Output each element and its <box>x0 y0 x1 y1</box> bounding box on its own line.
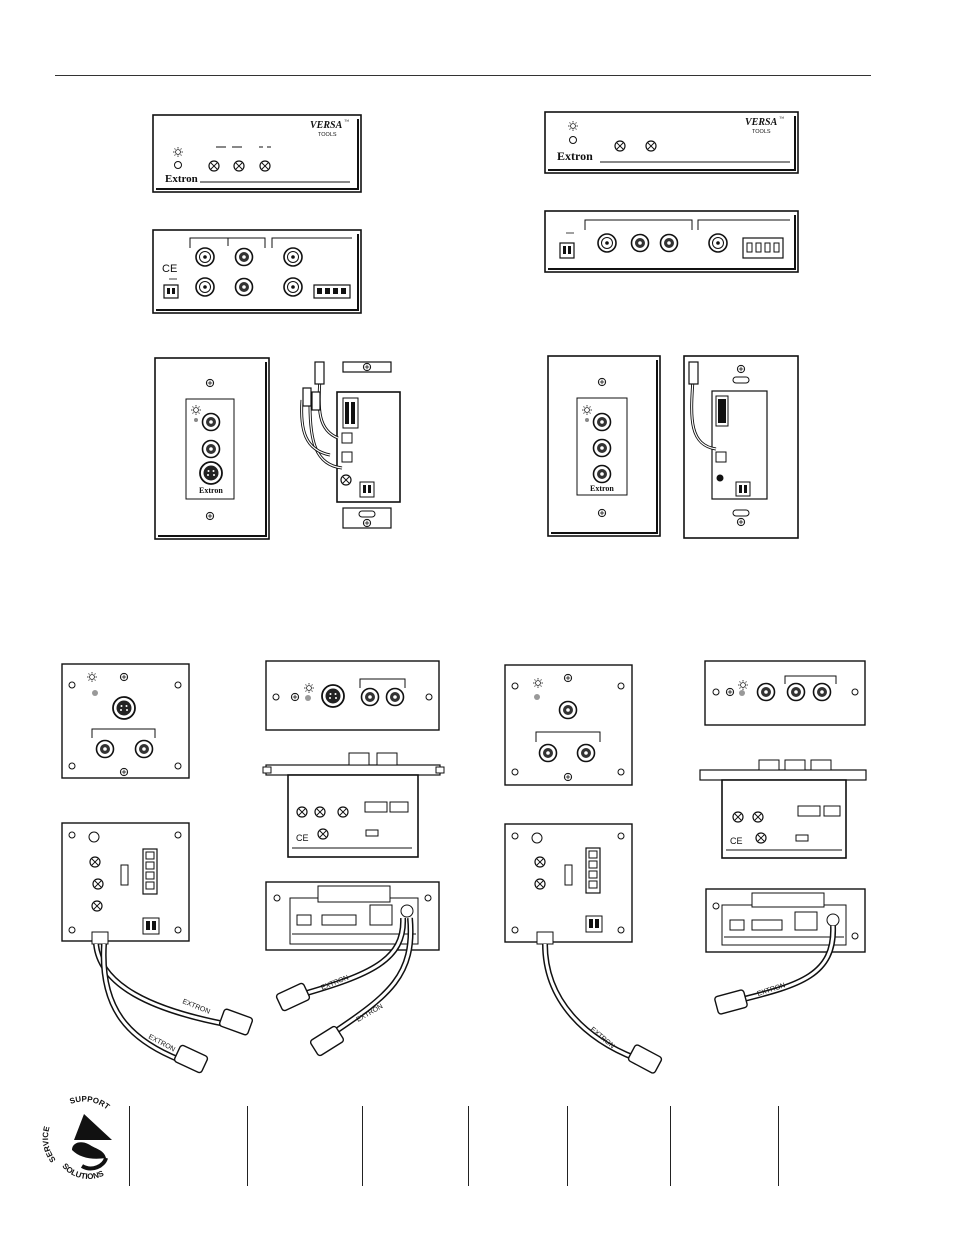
ce-mark-panel-2: CE <box>296 833 309 843</box>
panel-svideo-front <box>266 661 439 730</box>
versa-logo-right: VERSA <box>745 117 778 128</box>
ce-mark-rear-left: CE <box>162 263 177 275</box>
panel-composite-back <box>706 889 865 1015</box>
cable-label-4: EXTRON <box>756 982 786 998</box>
panel-svideo-side <box>263 753 444 857</box>
footer-column-5 <box>567 1106 568 1186</box>
footer-column-3 <box>362 1106 363 1186</box>
wallplate-left <box>155 358 269 539</box>
rear-panel-right <box>545 211 798 272</box>
panel-composite-front <box>705 661 865 725</box>
wallplate-back-left <box>302 362 400 528</box>
tools-logo: TOOLS <box>318 132 337 138</box>
panel-composite-side <box>700 760 866 858</box>
versa-tm: ™ <box>344 119 349 125</box>
footer-column-6 <box>670 1106 671 1186</box>
footer-column-1 <box>129 1106 130 1186</box>
versa-tm-right: ™ <box>779 116 784 122</box>
ce-mark-panel-4: CE <box>730 836 743 846</box>
footer-column-7 <box>778 1106 779 1186</box>
plate-svideo-front <box>62 664 189 778</box>
versa-logo: VERSA <box>310 120 343 131</box>
panel-svideo-back <box>266 882 439 1057</box>
tools-logo-right: TOOLS <box>752 129 771 135</box>
extron-logo-wallplate-right: Extron <box>590 484 614 493</box>
extron-logo-wallplate-left: Extron <box>199 486 223 495</box>
extron-logo: Extron <box>165 173 198 185</box>
rear-panel-left <box>153 230 361 313</box>
footer-column-4 <box>468 1106 469 1186</box>
plate-composite-front <box>505 665 632 785</box>
wallplate-back-right <box>684 356 798 538</box>
extron-logo-right: Extron <box>557 149 593 163</box>
footer-column-2 <box>247 1106 248 1186</box>
plate-svideo-back <box>62 823 253 1073</box>
wallplate-right <box>548 356 660 536</box>
plate-composite-back <box>505 824 662 1074</box>
